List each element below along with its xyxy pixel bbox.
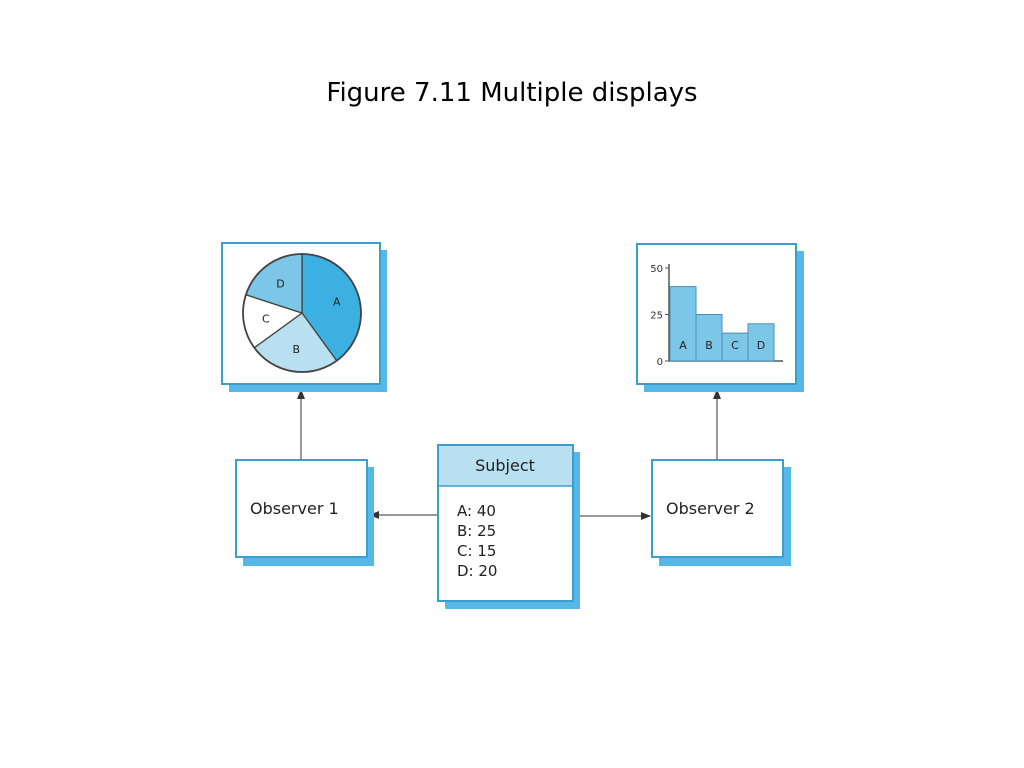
subject-value-c: C: 15 [457, 542, 496, 560]
observer2-label: Observer 2 [666, 499, 755, 518]
observer1-label: Observer 1 [250, 499, 339, 518]
bar-label-d: D [757, 339, 765, 352]
subject-header: Subject [475, 456, 535, 475]
pie-chart: A B C D [242, 253, 362, 373]
bar-y-tick-label: 50 [650, 264, 663, 275]
bar-a [669, 286, 697, 362]
subject-node: Subject A: 40 B: 25 C: 15 D: 20 [437, 444, 580, 609]
observer2-node: Observer 2 [651, 459, 791, 566]
pie-display-box: A B C D [221, 242, 387, 392]
pie-outline [242, 253, 362, 373]
bar-label-a: A [679, 339, 687, 352]
bar-label-b: B [705, 339, 713, 352]
bar-label-c: C [731, 339, 739, 352]
pie-label-a: A [333, 296, 341, 309]
subject-value-d: D: 20 [457, 562, 497, 580]
bar-d [747, 323, 775, 362]
bar-chart: 50 25 0 A B C D [650, 264, 783, 368]
bar-b [695, 314, 723, 362]
observer1-node: Observer 1 [235, 459, 374, 566]
subject-header-band [439, 446, 572, 486]
pie-label-b: B [293, 343, 301, 356]
pie-label-c: C [262, 313, 270, 326]
subject-value-b: B: 25 [457, 522, 496, 540]
bar-y-tick-label: 25 [650, 311, 663, 322]
bar-y-tick-label: 0 [657, 357, 663, 368]
pie-label-d: D [276, 277, 284, 290]
subject-value-a: A: 40 [457, 502, 496, 520]
observer2-frame [651, 459, 784, 558]
observer1-frame [235, 459, 368, 558]
figure-title: Figure 7.11 Multiple displays [326, 78, 698, 108]
bar-display-box: 50 25 0 A B C D [636, 243, 804, 392]
